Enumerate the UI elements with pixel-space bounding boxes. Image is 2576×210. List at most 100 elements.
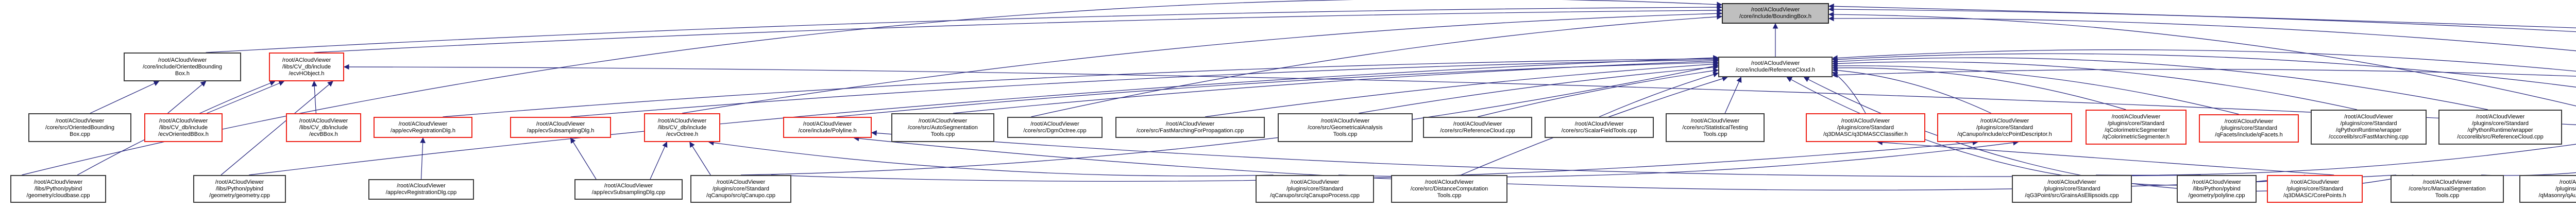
graph-node-eobb[interactable]: /root/ACloudViewer/libs/CV_db/include/ec… [144,113,223,142]
include-edge-ecvpc-to-root [1828,11,2576,107]
node-label-line: /plugins/core/Standard [2286,185,2344,192]
graph-node-qcanupo[interactable]: /root/ACloudViewer/plugins/core/Standard… [690,175,791,203]
node-label-line: /root/ACloudViewer [33,179,83,185]
graph-node-regdlg_h[interactable]: /root/ACloudViewer/app/ecvRegistrationDl… [374,117,472,138]
graph-node-manseg[interactable]: /root/ACloudViewer/core/src/ManualSegmen… [2391,175,2504,203]
node-label-line: /plugins/core/Standard [712,185,770,192]
node-label-line: /libs/Python/pybind [2193,185,2241,192]
graph-node-geomtools[interactable]: /root/ACloudViewer/core/src/GeometricalA… [1278,113,1413,142]
node-label-line: Tools.cpp [1703,131,1727,137]
node-label-line: /root/ACloudViewer [536,120,585,127]
node-label-line: /root/ACloudViewer [1453,120,1502,127]
node-label-line: /app/ecvRegistrationDlg.cpp [385,189,457,196]
node-label-line: /root/ACloudViewer [2192,179,2241,185]
graph-node-geometry[interactable]: /root/ACloudViewer/libs/Python/pybind/ge… [193,175,286,203]
node-label-line: /qCanupo/src/qCanupoProcess.cpp [1270,192,1360,199]
graph-node-ccpd[interactable]: /root/ACloudViewer/plugins/core/Standard… [1937,113,2072,142]
graph-node-sft[interactable]: /root/ACloudViewer/core/src/ScalarFieldT… [1545,117,1654,138]
graph-node-obb_h[interactable]: /root/ACloudViewer/core/include/Oriented… [124,52,241,81]
node-label-line: /root/ACloudViewer [1425,179,1474,185]
node-label-line: /core/src/DistanceComputation [1410,185,1488,192]
graph-node-octree[interactable]: /root/ACloudViewer/libs/CV_db/include/ec… [644,113,720,142]
node-label-line: /qPythonRuntime/wrapper [2335,127,2402,133]
node-label-line: /root/ACloudViewer [2344,114,2393,120]
node-label-line: /plugins/core/Standard [2555,185,2576,192]
graph-node-dct[interactable]: /root/ACloudViewer/core/src/DistanceComp… [1391,175,1507,203]
include-edge-sft-to-refc_h [1599,72,1719,117]
graph-node-wrap_rc[interactable]: /root/ACloudViewer/plugins/core/Standard… [2438,110,2562,145]
include-edge-truekd-to-root [1828,15,2576,51]
include-edge-autoseg-to-refc_h [953,58,1719,114]
graph-node-dgmoct[interactable]: /root/ACloudViewer/core/src/DgmOctree.cp… [1007,117,1103,138]
include-edge-qcanproc-to-octree [708,140,1274,177]
node-label-line: /core/src/ReferenceCloud.cpp [1440,127,1515,134]
graph-node-subdlg_h[interactable]: /root/ACloudViewer/app/ecvSubsamplingDlg… [510,117,611,138]
graph-node-grains[interactable]: /root/ACloudViewer/plugins/core/Standard… [2012,175,2132,203]
graph-node-obb_cpp[interactable]: /root/ACloudViewer/core/src/OrientedBoun… [28,113,131,142]
include-edge-obb_cpp-to-obb_h [90,81,160,114]
graph-node-regdlg_cpp[interactable]: /root/ACloudViewer/app/ecvRegistrationDl… [368,179,474,200]
node-label-line: /root/ACloudViewer [158,57,207,63]
node-label-line: Box.h [175,70,190,77]
graph-node-autoseg[interactable]: /root/ACloudViewer/core/src/AutoSegmenta… [891,113,994,142]
include-edge-subdlg_cpp-to-subdlg_h [570,137,597,180]
node-label-line: /root/ACloudViewer [2290,179,2340,185]
include-edge-wrap_bb-to-root [1828,3,2576,28]
graph-node-stt[interactable]: /root/ACloudViewer/core/src/StatisticalT… [1666,113,1765,142]
graph-node-poly_h[interactable]: /root/ACloudViewer/core/include/Polyline… [783,117,872,138]
node-label-line: /qCanupo/src/qCanupo.cpp [706,192,775,199]
node-label-line: /core/src/FastMarchingForPropagation.cpp [1136,127,1244,134]
node-label-line: /plugins/core/Standard [1976,124,2033,131]
include-edge-subdlg_h-to-refc_h [570,57,1719,117]
include-edge-smesh-to-refc_h [1832,53,2576,87]
graph-node-qautoseg[interactable]: /root/ACloudViewer/plugins/core/Standard… [2519,175,2576,203]
include-edge-ecvpc-to-hobj [343,64,2576,125]
node-label-line: /qMasonry/qAutoSeg/qAutoSeg.cpp [2538,192,2576,199]
node-label-line: /libs/CV_db/include [299,124,348,131]
node-label-line: /root/ACloudViewer [657,117,707,124]
graph-node-ebbox[interactable]: /root/ACloudViewer/libs/CV_db/include/ec… [286,113,361,142]
node-label-line: Box.cpp [70,131,90,137]
graph-node-corepoints[interactable]: /root/ACloudViewer/plugins/core/Standard… [2267,175,2363,203]
graph-node-qcolor[interactable]: /root/ACloudViewer/plugins/core/Standard… [2086,110,2187,145]
node-label-line: /core/src/DgmOctree.cpp [1023,127,1087,134]
include-edge-cvpc-to-refc_h [1832,49,2576,72]
node-label-line: Tools.cpp [1437,192,1462,199]
node-label-line: /cccorelib/src/FastMarching.cpp [2329,134,2409,140]
node-label-line: /qColorimetricSegmenter [2105,127,2167,133]
include-edge-subdlg_cpp-to-octree [650,142,668,180]
node-label-line: Tools.cpp [930,131,955,137]
graph-node-subdlg_cpp[interactable]: /root/ACloudViewer/app/ecvSubsamplingDlg… [574,179,683,200]
node-label-line: /qG3Point/src/GrainsAsEllipsoids.cpp [2025,192,2119,199]
graph-node-qcanproc[interactable]: /root/ACloudViewer/plugins/core/Standard… [1256,175,1374,203]
node-label-line: /q3DMASC/CorePoints.h [2283,192,2346,199]
graph-node-fastprop[interactable]: /root/ACloudViewer/core/src/FastMarching… [1115,117,1265,138]
node-label-line: /root/ACloudViewer [299,117,348,124]
node-label-line: /root/ACloudViewer [1320,117,1370,124]
graph-node-wrap_fm[interactable]: /root/ACloudViewer/plugins/core/Standard… [2311,110,2427,145]
graph-node-polyline_cpp[interactable]: /root/ACloudViewer/libs/Python/pybind/ge… [2177,175,2257,203]
graph-node-hobj[interactable]: /root/ACloudViewer/libs/CV_db/include/ec… [269,52,344,81]
include-edge-manseg-to-poly_h [853,135,2397,190]
graph-node-refc_cpp[interactable]: /root/ACloudViewer/core/src/ReferenceClo… [1423,117,1532,138]
graph-node-cloudbase[interactable]: /root/ACloudViewer/libs/Python/pybind/ge… [10,175,106,203]
include-edge-obb_h-to-root [206,4,1723,53]
graph-node-q3dmasc[interactable]: /root/ACloudViewer/plugins/core/Standard… [1806,113,1925,142]
node-label-line: /root/ACloudViewer [2111,114,2161,120]
graph-node-root[interactable]: /root/ACloudViewer/core/include/Bounding… [1722,3,1829,24]
node-label-line: /root/ACloudViewer [1030,120,1079,127]
include-edge-qcanupo-to-octree [689,142,711,176]
node-label-line: /root/ACloudViewer [159,117,208,124]
graph-node-refc_h[interactable]: /root/ACloudViewer/core/include/Referenc… [1718,57,1833,77]
include-edge-hobj-to-root [314,7,1723,53]
node-label-line: /root/ACloudViewer [2224,118,2274,125]
include-edge-stt-to-refc_h [1724,77,1742,114]
graph-node-qfacets[interactable]: /root/ACloudViewer/plugins/core/Standard… [2199,114,2299,143]
node-label-line: /root/ACloudViewer [397,183,446,189]
node-label-line: /root/ACloudViewer [716,179,766,185]
node-label-line: /libs/CV_db/include [159,124,208,131]
node-label-line: /core/include/Polyline.h [798,127,857,134]
node-label-line: /plugins/core/Standard [2107,120,2165,127]
include-edge-corepoints-to-q3dmasc [1877,139,2334,176]
